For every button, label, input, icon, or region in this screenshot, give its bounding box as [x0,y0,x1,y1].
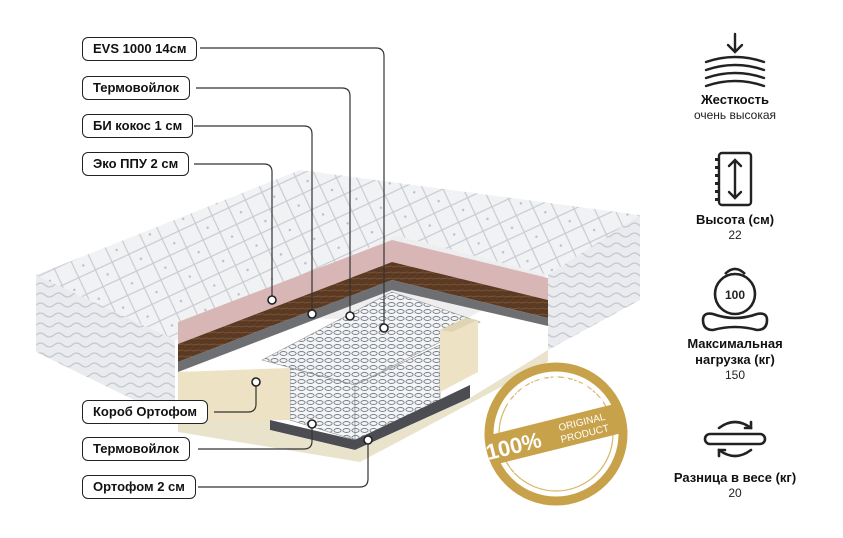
label-thermofelt-top: Термовойлок [82,76,190,100]
spec-weight-difference: Разница в весе (кг) 20 [660,414,810,501]
weight-difference-icon [703,420,767,458]
label-bi-coconut: БИ кокос 1 см [82,114,194,138]
label-eco-ppu: Эко ППУ 2 см [82,152,190,176]
spec-height-value: 22 [728,228,742,242]
firmness-icon [704,32,766,88]
spec-max-load-title-2: нагрузка (кг) [695,352,775,367]
weight-badge: 100 [725,288,745,302]
spec-firmness: Жесткость очень высокая [660,30,810,123]
height-icon [715,151,753,207]
box-orthofoam-right-top [440,318,478,332]
spec-firmness-title: Жесткость [700,92,770,107]
leader-lines [194,47,385,488]
mattress-side-right [548,215,640,350]
label-orthofoam-2cm: Ортофом 2 см [82,475,196,499]
max-load-icon: 100 [701,267,769,332]
spec-max-load: 100 Максимальная нагрузка (кг) 150 [660,264,810,383]
label-orthofoam-box: Короб Ортофом [82,400,209,424]
layer-felt-top [178,280,548,372]
label-thermofelt-bottom: Термовойлок [82,437,190,461]
spec-firmness-value: очень высокая [693,108,777,122]
original-product-badge: ЭКСКЛЮЗИВНО ДЛЯ АНГСТРЕМ 100% ORIGINAL P… [483,362,628,506]
layer-felt-bottom [270,385,470,450]
layer-orthofoam-bottom [178,350,548,462]
mattress-side-left [36,275,175,420]
spec-height-title: Высота (см) [695,212,775,227]
label-evs-1000: EVS 1000 14см [82,37,198,61]
spec-max-load-title: Максимальная [687,336,783,351]
spec-max-load-value: 150 [724,368,746,382]
mattress-top [36,170,640,340]
spec-height: Высота (см) 22 [660,150,810,243]
spec-weight-difference-title: Разница в весе (кг) [673,470,797,485]
leader-dots [251,295,389,445]
layer-coconut [178,262,548,362]
layer-eco-foam [178,240,548,344]
spec-weight-difference-value: 20 [728,486,742,500]
box-orthofoam-right [440,320,478,392]
